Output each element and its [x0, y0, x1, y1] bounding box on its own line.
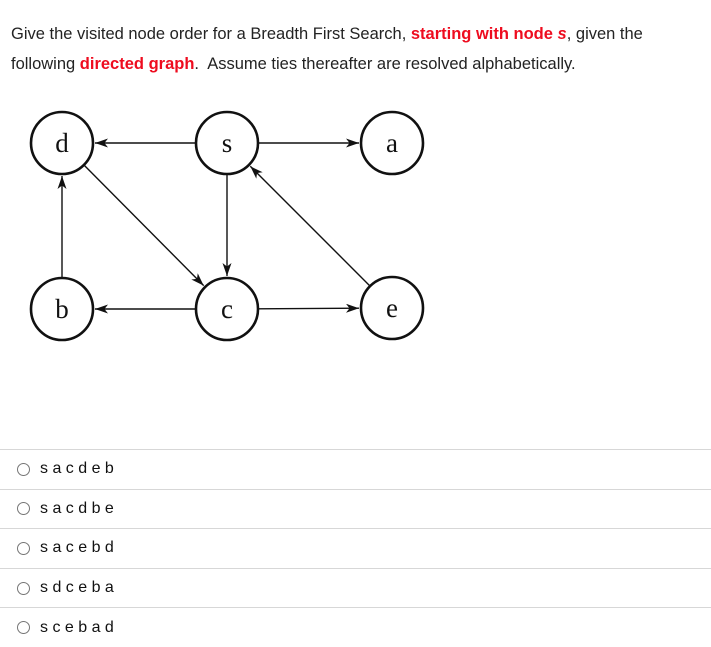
question-segment: s — [557, 25, 567, 43]
graph-node-c: c — [194, 276, 260, 342]
directed-graph-diagram: d s a b c e — [29, 110, 425, 342]
answer-options-list: s a c d e b s a c d b e s a c e b d s d c e… — [0, 449, 711, 647]
answer-option-label: s d c e b a — [40, 579, 114, 597]
answer-option-label: s a c e b d — [40, 539, 114, 557]
graph-node-a: a — [359, 110, 425, 176]
question-text: Give the visited node order for a Breadt… — [11, 20, 709, 79]
radio-button-icon[interactable] — [17, 541, 30, 555]
graph-node-circle — [29, 276, 95, 342]
answer-option-4[interactable]: s d c e b a — [0, 567, 711, 608]
graph-node-label: d — [55, 128, 69, 158]
question-segment: Give the visited node order for a Breadt… — [11, 25, 411, 43]
graph-node-e: e — [359, 275, 425, 341]
question-segment: directed graph — [79, 54, 195, 73]
graph-node-label: s — [222, 128, 233, 158]
graph-node-label: c — [221, 294, 233, 324]
answer-option-2[interactable]: s a c d b e — [0, 488, 711, 529]
graph-node-b: b — [29, 276, 95, 342]
question-segment: starting with node — [410, 25, 558, 43]
radio-button-icon[interactable] — [17, 502, 30, 516]
graph-edge-e-s — [249, 165, 371, 287]
graph-edge-d-c — [83, 164, 205, 287]
graph-node-circle — [29, 110, 95, 176]
question-segment: , given the following — [11, 25, 648, 73]
graph-edge-c-e — [258, 303, 360, 313]
graph-node-circle — [359, 110, 425, 176]
answer-option-1[interactable]: s a c d e b — [0, 449, 711, 489]
radio-button-icon[interactable] — [17, 621, 30, 635]
graph-node-circle — [359, 275, 425, 341]
graph-node-circle — [194, 276, 260, 342]
graph-node-circle — [194, 110, 260, 176]
question-segment: . Assume ties thereafter are resolved al… — [194, 54, 576, 73]
graph-node-label: e — [386, 293, 398, 323]
radio-button-icon[interactable] — [17, 462, 30, 476]
answer-option-label: s a c d e b — [40, 460, 114, 478]
graph-node-d: d — [29, 110, 95, 176]
answer-option-5[interactable]: s c e b a d — [0, 607, 711, 647]
graph-node-label: a — [386, 128, 398, 158]
graph-node-s: s — [194, 110, 260, 176]
graph-node-label: b — [55, 294, 69, 324]
radio-button-icon[interactable] — [17, 581, 30, 595]
answer-option-label: s c e b a d — [40, 618, 114, 636]
answer-option-3[interactable]: s a c e b d — [0, 528, 711, 568]
answer-option-label: s a c d b e — [40, 499, 114, 517]
